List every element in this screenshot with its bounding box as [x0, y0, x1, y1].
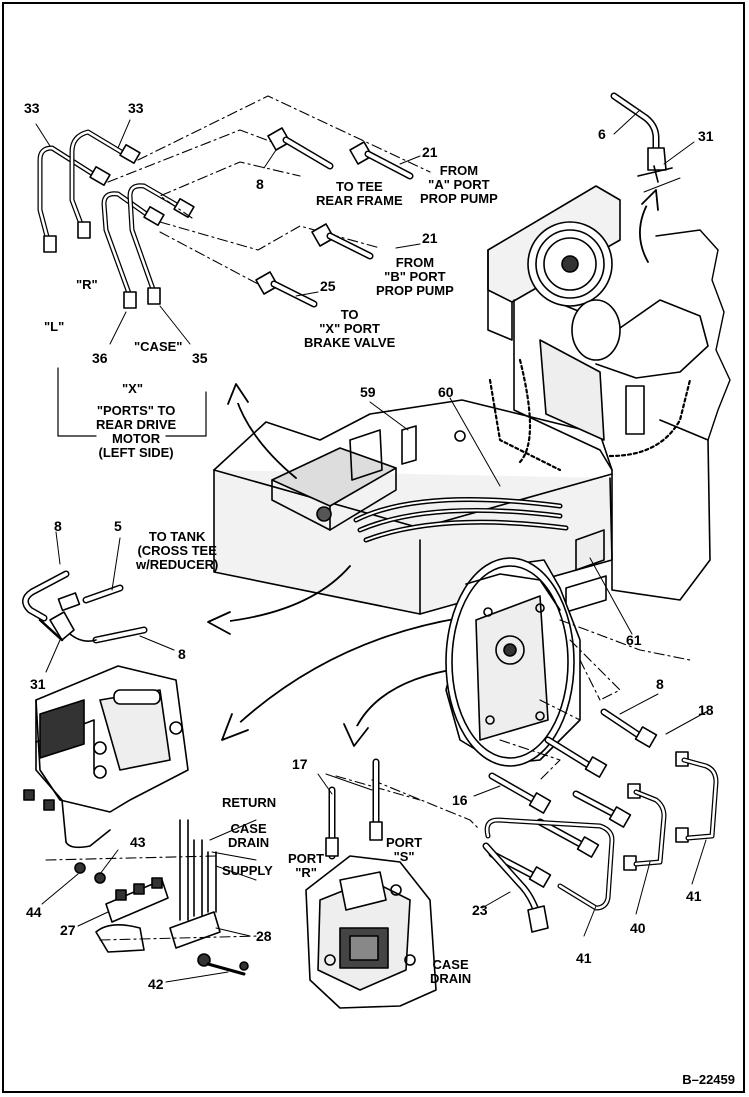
part-number-42: 42 — [148, 976, 164, 992]
hose-6-tee-31 — [610, 92, 681, 193]
part-number-31-left: 31 — [30, 676, 46, 692]
hose-23 — [482, 842, 549, 933]
arrow-left — [207, 565, 351, 635]
callout-ports-to-motor: "PORTS" TO REAR DRIVE MOTOR (LEFT SIDE) — [96, 403, 177, 460]
tubes-bottom-right — [484, 757, 719, 911]
callout-from-a-port: FROM "A" PORT PROP PUMP — [420, 163, 498, 206]
callout-to-tee-rear-frame: TO TEE REAR FRAME — [316, 179, 403, 208]
connection-leaders-top — [107, 95, 431, 285]
label-port-l: "L" — [44, 319, 65, 334]
part-number-23: 23 — [472, 902, 488, 918]
label-port-s-pump: PORT "S" — [386, 835, 423, 864]
label-return: RETURN — [222, 795, 277, 810]
hose-25-top — [255, 271, 318, 308]
callout-to-x-port: TO "X" PORT BRAKE VALVE — [304, 307, 396, 350]
label-supply: SUPPLY — [222, 863, 273, 878]
ports-bracket — [57, 367, 207, 437]
part-number-6: 6 — [598, 126, 606, 142]
label-port-r-pump: PORT "R" — [288, 851, 325, 880]
part-number-28: 28 — [256, 928, 272, 944]
part-number-18: 18 — [698, 702, 714, 718]
label-port-r: "R" — [76, 277, 98, 292]
hose-8-top — [267, 127, 334, 170]
fasteners-left — [23, 789, 55, 811]
callout-to-tank: TO TANK (CROSS TEE w/REDUCER) — [136, 529, 219, 572]
label-case-drain-a: CASE DRAIN — [228, 821, 270, 850]
part-number-8-right: 8 — [656, 676, 664, 692]
hose-21-a-top — [349, 141, 414, 180]
part-number-8-top: 8 — [256, 176, 264, 192]
part-number-17: 17 — [292, 756, 308, 772]
part-number-41-upper: 41 — [686, 888, 702, 904]
bracket-block-left — [35, 665, 189, 849]
connection-leaders-bottom — [45, 855, 261, 941]
label-port-x: "X" — [122, 381, 143, 396]
part-number-44: 44 — [26, 904, 42, 920]
part-number-27: 27 — [60, 922, 76, 938]
part-number-31-top: 31 — [698, 128, 714, 144]
part-number-5: 5 — [114, 518, 122, 534]
arrow-down-left — [221, 617, 461, 741]
hoses-top — [255, 127, 414, 308]
part-number-21-b: 21 — [422, 230, 438, 246]
direction-arrows — [207, 189, 659, 747]
hoses-17 — [325, 758, 383, 860]
engine-assembly — [487, 185, 731, 601]
part-number-43: 43 — [130, 834, 146, 850]
hose-21-b-top — [311, 223, 374, 260]
part-number-25: 25 — [320, 278, 336, 294]
pump-assembly — [305, 855, 437, 1009]
callout-leaders — [35, 109, 707, 983]
part-number-40: 40 — [630, 920, 646, 936]
arrow-up-left — [227, 383, 297, 479]
part-number-33-left: 33 — [24, 100, 40, 116]
part-number-36: 36 — [92, 350, 108, 366]
part-number-8-left-lower: 8 — [178, 646, 186, 662]
arrow-down — [343, 667, 463, 747]
label-port-case: "CASE" — [134, 339, 183, 354]
drive-motor-plate — [445, 557, 581, 767]
part-number-33-right: 33 — [128, 100, 144, 116]
label-case-drain-b: CASE DRAIN — [430, 957, 472, 986]
arrow-up-right — [639, 189, 659, 263]
tee-hoses-left — [22, 570, 148, 644]
part-number-35: 35 — [192, 350, 208, 366]
part-number-60: 60 — [438, 384, 454, 400]
figure-reference: B–22459 — [682, 1072, 735, 1087]
callout-from-b-port: FROM "B" PORT PROP PUMP — [376, 255, 454, 298]
clamp-assembly — [74, 819, 249, 976]
part-number-21-a: 21 — [422, 144, 438, 160]
part-number-61: 61 — [626, 632, 642, 648]
part-number-8-left: 8 — [54, 518, 62, 534]
part-number-59: 59 — [360, 384, 376, 400]
part-number-16: 16 — [452, 792, 468, 808]
drive-motor-tubes — [37, 129, 195, 309]
part-number-41-lower: 41 — [576, 950, 592, 966]
